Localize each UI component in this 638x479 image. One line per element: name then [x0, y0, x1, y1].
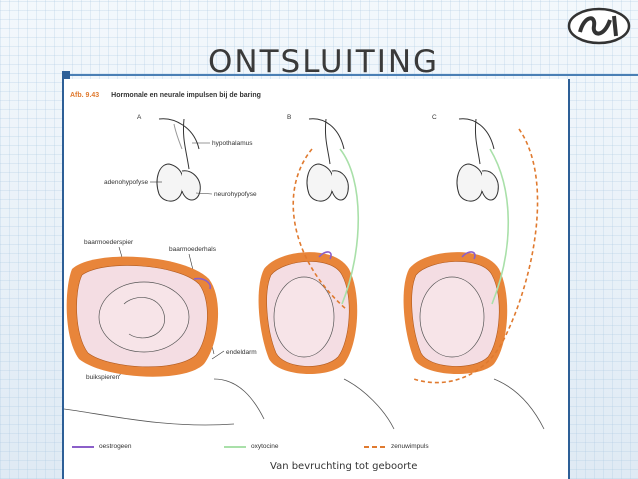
label-baarmoederhals: baarmoederhals: [169, 246, 217, 253]
birth-illustration: A B C hypothalamus adenohypofyse neurohy…: [64, 114, 545, 430]
legend-item-zenuwimpuls: zenuwimpuls: [364, 443, 429, 450]
panel-label-a: A: [137, 114, 142, 121]
figure-panel: Afb. 9.43 Hormonale en neurale impulsen …: [62, 79, 570, 479]
title-underline: [62, 74, 638, 76]
oxytocin-path-c: [489, 148, 510, 305]
title-underline-marker: [62, 71, 70, 79]
label-adenohypofyse: adenohypofyse: [104, 179, 148, 186]
oxytocin-path-b: [339, 148, 360, 305]
slide-footer: Van bevruchting tot geboorte: [270, 461, 418, 472]
nerve-path-c: [413, 128, 539, 384]
pituitary-a: [156, 118, 201, 202]
uterus-b: [258, 251, 395, 430]
label-neurohypofyse: neurohypofyse: [214, 191, 257, 198]
legend-item-oxytocine: oxytocine: [224, 443, 278, 450]
legend-item-oestrogeen: oestrogeen: [72, 443, 132, 450]
panel-label-c: C: [432, 114, 437, 121]
pituitary-b: [306, 118, 349, 202]
logo-icon: [567, 7, 631, 45]
figure-caption: Hormonale en neurale impulsen bij de bar…: [111, 92, 261, 99]
label-endeldarm: endeldarm: [226, 349, 257, 356]
pituitary-c: [456, 118, 499, 202]
figure-header: Afb. 9.43 Hormonale en neurale impulsen …: [70, 92, 261, 99]
uterus-c: [403, 251, 545, 430]
legend: oestrogeen oxytocine zenuwimpuls: [64, 439, 568, 459]
label-buikspieren: buikspieren: [86, 374, 120, 381]
label-baarmoederspier: baarmoederspier: [84, 239, 134, 246]
figure-number: Afb. 9.43: [70, 92, 100, 99]
uterus-a: [64, 256, 265, 426]
label-hypothalamus: hypothalamus: [212, 140, 253, 147]
nerve-path-b: [292, 148, 347, 310]
panel-label-b: B: [287, 114, 291, 121]
